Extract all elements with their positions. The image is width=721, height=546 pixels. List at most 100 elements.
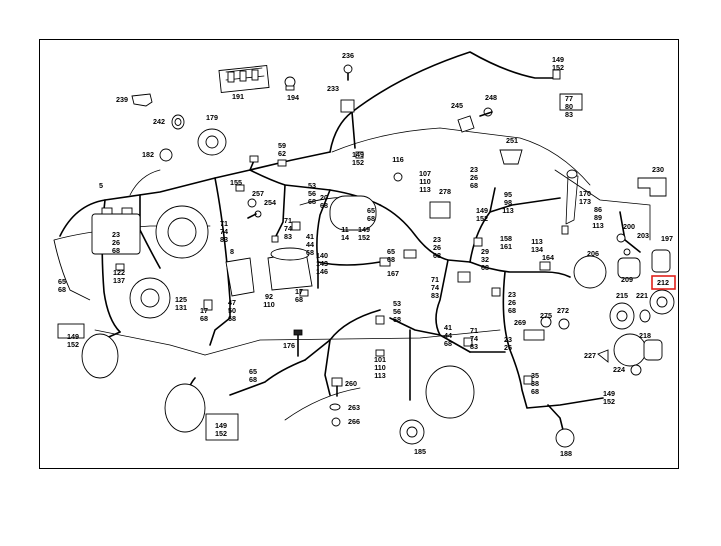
callout-line: 23 bbox=[504, 335, 512, 344]
callout-line: 23 bbox=[433, 235, 441, 244]
grommet-182-icon bbox=[159, 148, 173, 162]
callout-line: 23 bbox=[508, 290, 516, 299]
headlight-lower-icon bbox=[164, 383, 206, 433]
callout-line: 194 bbox=[287, 93, 299, 102]
callout-line: 8 bbox=[230, 247, 234, 256]
callout-l176: 176 bbox=[283, 341, 295, 350]
callout-l260: 260 bbox=[345, 379, 357, 388]
callout-line: 83 bbox=[284, 232, 292, 241]
callout-line: 68 bbox=[249, 375, 257, 384]
distributor-icon bbox=[267, 247, 313, 291]
connector-77-icon bbox=[559, 93, 583, 111]
callout-l254: 254 bbox=[264, 198, 276, 207]
part-257-icon bbox=[247, 198, 257, 208]
callout-line: 68 bbox=[470, 181, 478, 190]
callout-line: 212 bbox=[657, 278, 669, 287]
part-200-icon bbox=[616, 233, 626, 243]
callout-line: 152 bbox=[358, 233, 370, 242]
part-8-icon bbox=[225, 257, 255, 297]
callout-line: 149 bbox=[352, 150, 364, 159]
callout-line: 113 bbox=[531, 237, 543, 246]
callout-line: 149 bbox=[552, 55, 564, 64]
callout-line: 53 bbox=[393, 299, 401, 308]
callout-line: 206 bbox=[587, 249, 599, 258]
part-278-icon bbox=[429, 201, 451, 219]
callout-line: 59 bbox=[278, 141, 286, 150]
callout-line: 86 bbox=[594, 205, 602, 214]
callout-line: 113 bbox=[502, 206, 514, 215]
callout-l227: 227 bbox=[584, 351, 596, 360]
connector-top-right-icon bbox=[552, 69, 561, 80]
callout-line: 68 bbox=[295, 295, 303, 304]
callout-line: 113 bbox=[419, 185, 431, 194]
connector-block-lower-left-icon bbox=[57, 323, 85, 339]
callout-line: 62 bbox=[278, 149, 286, 158]
canister-icon bbox=[329, 195, 377, 231]
callout-line: 83 bbox=[565, 110, 573, 119]
callout-line: 164 bbox=[542, 253, 554, 262]
callout-l275: 275 bbox=[540, 311, 552, 320]
callout-line: 68 bbox=[367, 214, 375, 223]
callout-l251: 251 bbox=[506, 136, 518, 145]
callout-line: 113 bbox=[592, 221, 604, 230]
callout-line: 26 bbox=[470, 173, 478, 182]
callout-line: 74 bbox=[431, 283, 439, 292]
callout-line: 65 bbox=[367, 206, 375, 215]
callout-line: 83 bbox=[220, 235, 228, 244]
callout-line: 107 bbox=[419, 169, 431, 178]
callout-line: 68 bbox=[481, 263, 489, 272]
callout-line: 146 bbox=[316, 267, 328, 276]
callout-line: 224 bbox=[613, 365, 625, 374]
part-269-icon bbox=[523, 329, 545, 341]
callout-line: 38 bbox=[531, 379, 539, 388]
callout-line: 41 bbox=[306, 232, 314, 241]
callout-line: 65 bbox=[249, 367, 257, 376]
callout-line: 23 bbox=[470, 165, 478, 174]
headlight-right-icon bbox=[425, 365, 475, 419]
callout-line: 152 bbox=[552, 63, 564, 72]
callout-line: 242 bbox=[153, 117, 165, 126]
callout-line: 152 bbox=[215, 429, 227, 438]
part-266-icon bbox=[331, 417, 341, 427]
part-245-icon bbox=[457, 115, 475, 133]
wiring-harness bbox=[59, 51, 641, 431]
callout-line: 251 bbox=[506, 136, 518, 145]
callout-line: 68 bbox=[308, 197, 316, 206]
callout-line: 149 bbox=[358, 225, 370, 234]
callout-line: 155 bbox=[230, 178, 242, 187]
callout-l257: 257 bbox=[252, 189, 264, 198]
callout-line: 92 bbox=[265, 292, 273, 301]
callout-line: 278 bbox=[439, 187, 451, 196]
callout-l233: 233 bbox=[327, 84, 339, 93]
callout-line: 185 bbox=[414, 447, 426, 456]
plug-194-icon bbox=[284, 76, 296, 91]
plug-116-icon bbox=[393, 172, 403, 182]
callout-line: 83 bbox=[431, 291, 439, 300]
motor-218-icon bbox=[613, 333, 663, 367]
callout-line: 158 bbox=[500, 234, 512, 243]
headlight-left-icon bbox=[81, 333, 119, 379]
callout-l203: 203 bbox=[637, 231, 649, 240]
callout-line: 149 bbox=[476, 206, 488, 215]
callout-line: 110 bbox=[419, 177, 431, 186]
washer-263-icon bbox=[329, 403, 341, 411]
callout-line: 71 bbox=[431, 275, 439, 284]
